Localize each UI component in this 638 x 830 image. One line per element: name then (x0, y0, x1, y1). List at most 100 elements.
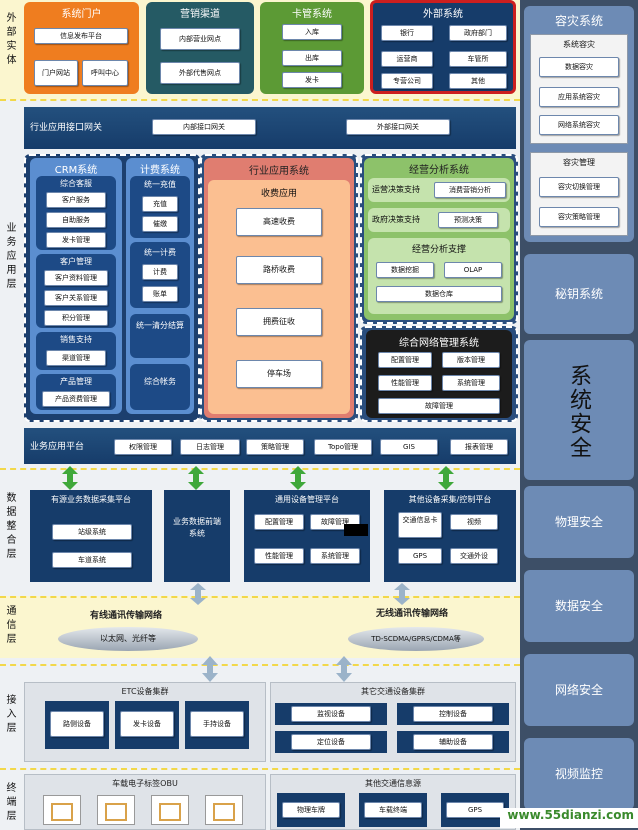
crm-item[interactable]: 客户资料管理 (44, 270, 108, 286)
access-etc-item-label[interactable]: 路侧设备 (50, 711, 104, 737)
access-other-item-label[interactable]: 监视设备 (291, 706, 371, 722)
security-item[interactable]: 物理安全 (524, 486, 634, 558)
security-item[interactable]: 网络安全 (524, 654, 634, 726)
disaster-item[interactable]: 应用系统容灾 (539, 87, 619, 107)
terminal-other-item[interactable]: 车载终端 (359, 793, 427, 827)
analysis-support-item[interactable]: 数据仓库 (376, 286, 502, 302)
access-other-item[interactable]: 控制设备 (397, 703, 509, 725)
netmgmt-item[interactable]: 配置管理 (378, 352, 432, 368)
billing-item[interactable]: 计费 (142, 264, 178, 280)
disaster-item[interactable]: 容灾策略管理 (539, 207, 619, 227)
ext-sys-title: 外部系统 (423, 9, 463, 20)
disaster-item[interactable]: 容灾切换管理 (539, 177, 619, 197)
ext-sys-item[interactable]: 其他 (449, 73, 507, 89)
gateway-item[interactable]: 内部接口网关 (152, 119, 256, 135)
ext-sys-item[interactable]: 专营公司 (381, 73, 433, 89)
terminal-other-item-label[interactable]: GPS (446, 802, 504, 818)
access-etc-item[interactable]: 手持设备 (185, 701, 249, 749)
platform-item[interactable]: 报表管理 (450, 439, 508, 455)
access-other-item-label[interactable]: 辅助设备 (413, 734, 493, 750)
platform-item[interactable]: 策略管理 (246, 439, 304, 455)
crm-item[interactable]: 发卡管理 (46, 232, 106, 248)
disaster-item[interactable]: 网络系统容灾 (539, 115, 619, 135)
terminal-other-item[interactable]: GPS (441, 793, 509, 827)
crm-item[interactable]: 积分管理 (44, 310, 108, 326)
industry-item[interactable]: 拥费征收 (236, 308, 322, 336)
terminal-other-item-label[interactable]: 车载终端 (364, 802, 422, 818)
access-other-item-label[interactable]: 控制设备 (413, 706, 493, 722)
analysis-row-button[interactable]: 消费营销分析 (434, 182, 506, 198)
terminal-other-item-label[interactable]: 物理车牌 (282, 802, 340, 818)
billing-item[interactable]: 催缴 (142, 216, 178, 232)
billing-item[interactable]: 账单 (142, 286, 178, 302)
disaster-item[interactable]: 数据容灾 (539, 57, 619, 77)
crm-item[interactable]: 产品资费管理 (42, 391, 110, 407)
crm-title: CRM系统 (54, 165, 98, 176)
data-other-item[interactable]: 视频 (450, 514, 498, 530)
analysis-support-item[interactable]: 数据挖掘 (376, 262, 434, 278)
data-dev-item[interactable]: 系统管理 (310, 548, 360, 564)
portal-item[interactable]: 门户网站 (34, 60, 78, 86)
netmgmt-item[interactable]: 系统管理 (442, 375, 500, 391)
gateway-item[interactable]: 外部接口网关 (346, 119, 450, 135)
industry-item[interactable]: 停车场 (236, 360, 322, 388)
netmgmt-item[interactable]: 版本管理 (442, 352, 500, 368)
separator (0, 468, 520, 470)
access-etc-item-label[interactable]: 发卡设备 (120, 711, 174, 737)
comm-wireless-sub: TD-SCDMA/GPRS/CDMA等 (371, 635, 461, 643)
portal-item[interactable]: 呼叫中心 (82, 60, 128, 86)
separator (0, 99, 520, 101)
netmgmt-item[interactable]: 性能管理 (378, 375, 432, 391)
security-item-label: 物理安全 (554, 515, 603, 529)
sales-item[interactable]: 内部营业网点 (160, 28, 240, 50)
terminal-obu-box: 车载电子标签OBU (24, 774, 266, 830)
sales-item[interactable]: 外部代售网点 (160, 62, 240, 84)
ext-sys-item[interactable]: 政府部门 (449, 25, 507, 41)
data-dev-item[interactable]: 性能管理 (254, 548, 304, 564)
access-etc-item[interactable]: 路侧设备 (45, 701, 109, 749)
data-src-item[interactable]: 站级系统 (52, 524, 132, 540)
platform-item[interactable]: 日志管理 (180, 439, 240, 455)
crm-group: 客户管理 客户资料管理 客户关系管理 积分管理 (36, 254, 116, 328)
data-dev-item[interactable]: 配置管理 (254, 514, 304, 530)
crm-item[interactable]: 渠道管理 (46, 350, 106, 366)
industry-item[interactable]: 路桥收费 (236, 256, 322, 284)
data-front-title: 业务数据前端系统 (173, 517, 221, 538)
billing-item[interactable]: 充值 (142, 196, 178, 212)
billing-title: 计费系统 (140, 165, 180, 176)
crm-item[interactable]: 自助服务 (46, 212, 106, 228)
security-item[interactable]: 视频监控 (524, 738, 634, 810)
access-etc-item-label[interactable]: 手持设备 (190, 711, 244, 737)
platform-item[interactable]: Topo管理 (314, 439, 372, 455)
billing-group-title: 统一计费 (144, 248, 176, 257)
data-other-item[interactable]: 交通外设 (450, 548, 498, 564)
terminal-other-item[interactable]: 物理车牌 (277, 793, 345, 827)
platform-item[interactable]: 权限管理 (114, 439, 172, 455)
security-item[interactable]: 数据安全 (524, 570, 634, 642)
ext-sys-item[interactable]: 银行 (381, 25, 433, 41)
netmgmt-item[interactable]: 故障管理 (378, 398, 500, 414)
access-etc-item[interactable]: 发卡设备 (115, 701, 179, 749)
crm-item[interactable]: 客户服务 (46, 192, 106, 208)
key-system[interactable]: 秘钥系统 (524, 254, 634, 334)
billing-accounts-label: 综合帐务 (144, 377, 176, 386)
access-other-item[interactable]: 辅助设备 (397, 731, 509, 753)
data-other-item[interactable]: GPS (398, 548, 442, 564)
card-item[interactable]: 出库 (282, 50, 342, 66)
analysis-row-button[interactable]: 预测决策 (438, 212, 498, 228)
portal-item[interactable]: 信息发布平台 (34, 28, 128, 44)
card-item[interactable]: 入库 (282, 24, 342, 40)
data-src-item[interactable]: 车道系统 (52, 552, 132, 568)
analysis-support-item[interactable]: OLAP (444, 262, 502, 278)
data-other-item[interactable]: 交通信息卡 (398, 512, 442, 538)
ext-sys-item[interactable]: 运营商 (381, 51, 433, 67)
access-other-item[interactable]: 定位设备 (275, 731, 387, 753)
platform-item[interactable]: GIS (380, 439, 438, 455)
access-other-item[interactable]: 监视设备 (275, 703, 387, 725)
ext-sys-item[interactable]: 车管所 (449, 51, 507, 67)
industry-item[interactable]: 高速收费 (236, 208, 322, 236)
card-item[interactable]: 发卡 (282, 72, 342, 88)
obu-device-icon (43, 795, 81, 825)
crm-item[interactable]: 客户关系管理 (44, 290, 108, 306)
access-other-item-label[interactable]: 定位设备 (291, 734, 371, 750)
